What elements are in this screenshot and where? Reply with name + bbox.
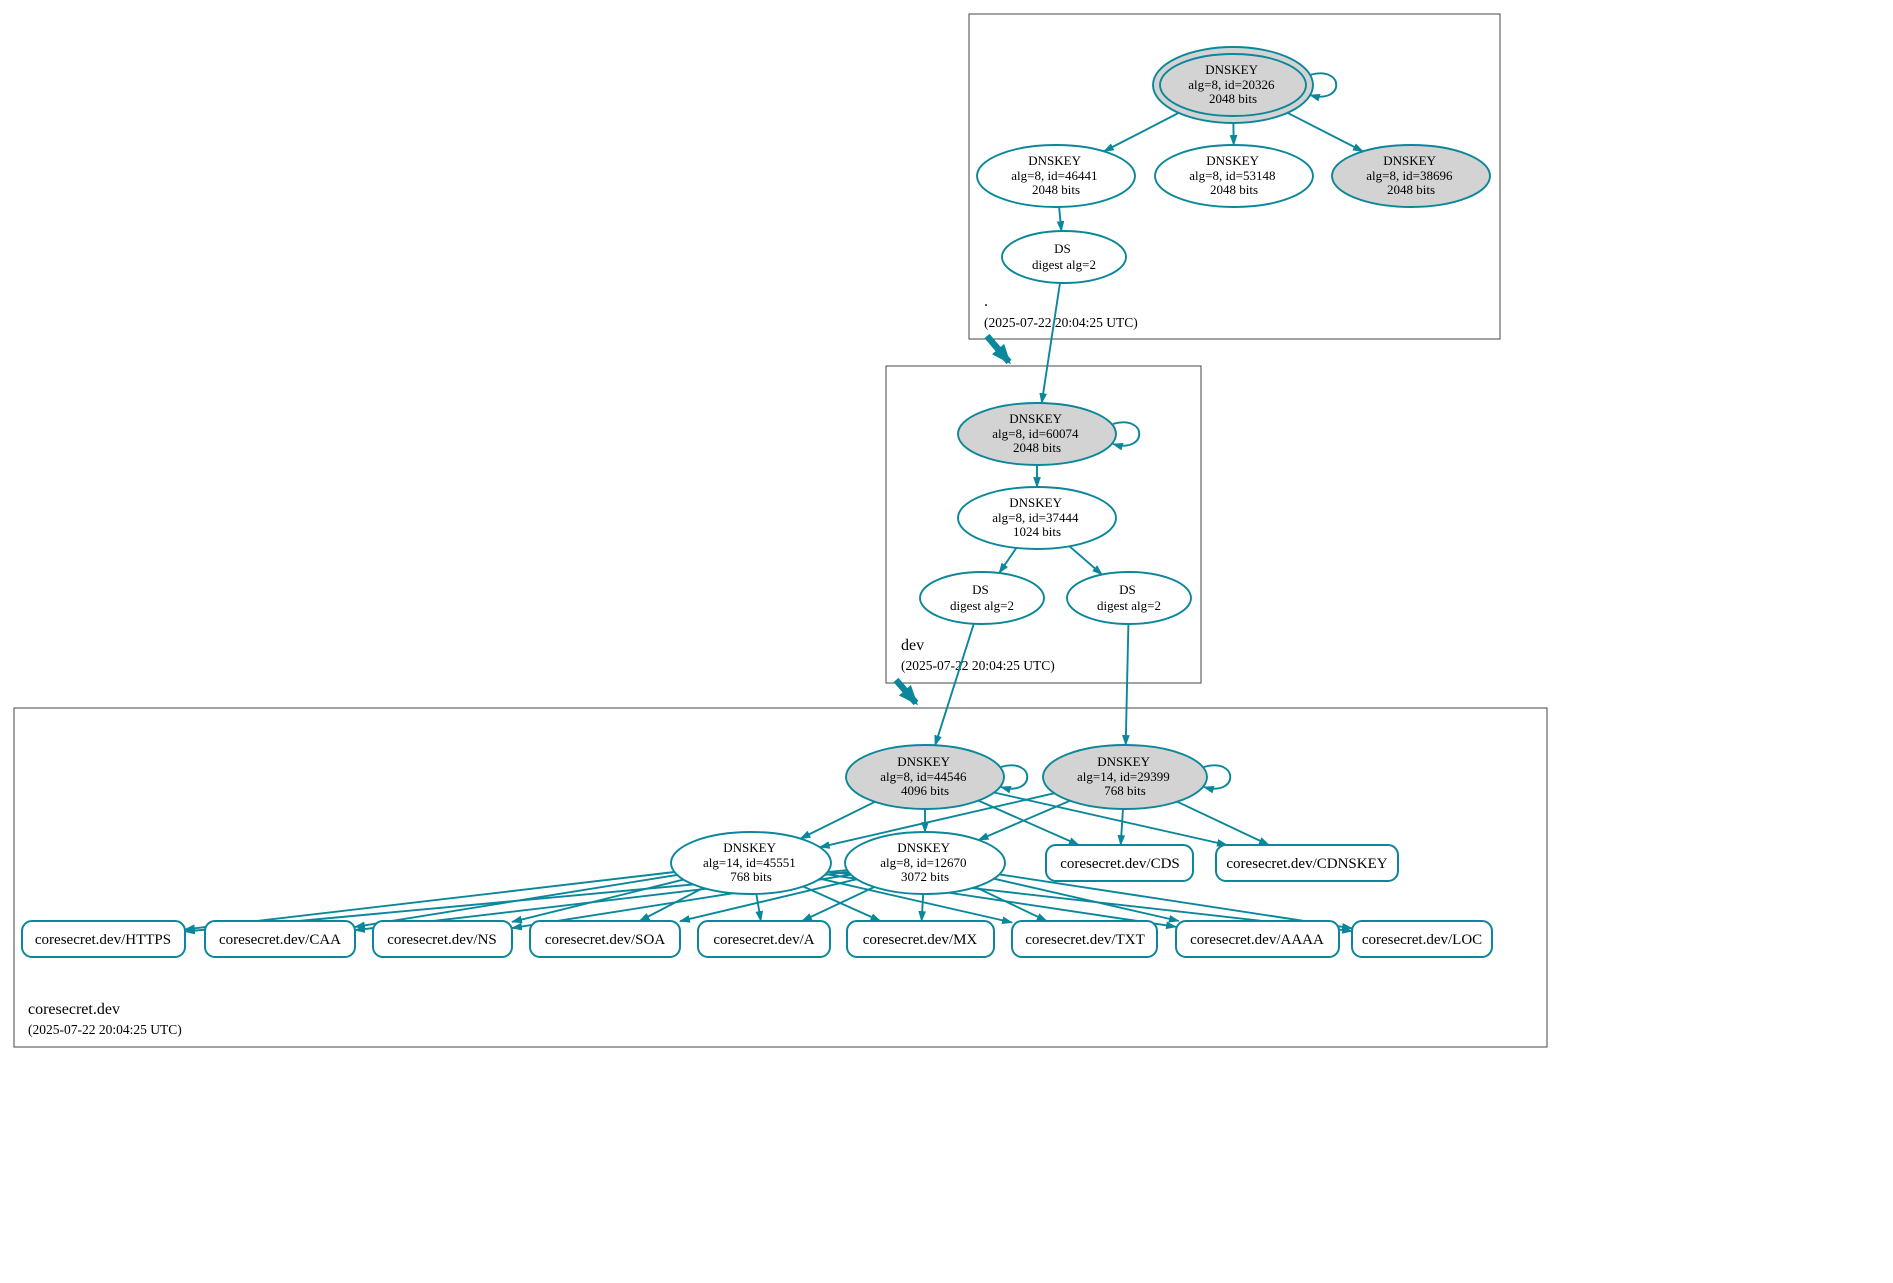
rrset-label: coresecret.dev/AAAA	[1190, 932, 1324, 948]
node-dnskey-12670[interactable]: DNSKEY alg=8, id=12670 3072 bits	[845, 832, 1005, 894]
node-dnskey-45551[interactable]: DNSKEY alg=14, id=45551 768 bits	[671, 832, 831, 894]
rrset-label: coresecret.dev/CAA	[219, 932, 341, 948]
edge-root_ksk-root_zsk1	[1104, 113, 1179, 151]
rrset-label: coresecret.dev/TXT	[1025, 932, 1145, 948]
rrset-coresecret-dev-loc[interactable]: coresecret.dev/LOC	[1352, 921, 1492, 957]
rrset-label: coresecret.dev/MX	[863, 932, 978, 948]
edge-root_ds-dev_ksk	[1042, 283, 1060, 403]
rrset-coresecret-dev-ns[interactable]: coresecret.dev/NS	[373, 921, 512, 957]
edge-root_zsk1-root_ds	[1059, 207, 1061, 231]
rrset-coresecret-dev-mx[interactable]: coresecret.dev/MX	[847, 921, 994, 957]
rrset-label: coresecret.dev/NS	[387, 932, 497, 948]
node-dnskey-60074[interactable]: DNSKEY alg=8, id=60074 2048 bits	[958, 403, 1116, 465]
edge-dev_zsk-dev_ds2	[1070, 546, 1103, 574]
node-dnskey-46441[interactable]: DNSKEY alg=8, id=46441 2048 bits	[977, 145, 1135, 207]
node-dnskey-53148[interactable]: DNSKEY alg=8, id=53148 2048 bits	[1155, 145, 1313, 207]
edge-dev_ds2-cs_ksk2	[1126, 624, 1129, 745]
node-dnskey-37444[interactable]: DNSKEY alg=8, id=37444 1024 bits	[958, 487, 1116, 549]
delegation-arrow-root-dev	[987, 336, 1009, 362]
rrset-label: coresecret.dev/A	[713, 932, 814, 948]
zone-timestamp-root: (2025-07-22 20:04:25 UTC)	[984, 315, 1138, 330]
rrset-coresecret-dev-txt[interactable]: coresecret.dev/TXT	[1012, 921, 1157, 957]
rrset-label: coresecret.dev/CDNSKEY	[1226, 856, 1387, 872]
edge-dev_ds1-cs_ksk1	[935, 624, 974, 746]
edge-cs_ksk1-cs_zsk1	[800, 802, 875, 839]
rrset-coresecret-dev-soa[interactable]: coresecret.dev/SOA	[530, 921, 680, 957]
edge-cs_zsk2-mx	[922, 894, 924, 921]
rrset-label: coresecret.dev/HTTPS	[35, 932, 171, 948]
rrset-label: coresecret.dev/CDS	[1060, 856, 1180, 872]
rrset-label: coresecret.dev/LOC	[1362, 932, 1482, 948]
edge-dev_zsk-dev_ds1	[999, 548, 1016, 573]
node-dnskey-44546[interactable]: DNSKEY alg=8, id=44546 4096 bits	[846, 745, 1004, 809]
rrset-coresecret-dev-cds[interactable]: coresecret.dev/CDS	[1046, 845, 1193, 881]
rrset-coresecret-dev-caa[interactable]: coresecret.dev/CAA	[205, 921, 355, 957]
rrset-label: coresecret.dev/SOA	[545, 932, 666, 948]
node-ds-dev-2[interactable]: DS digest alg=2	[1067, 572, 1191, 624]
edge-cs_ksk2-cdnskey	[1177, 802, 1269, 845]
rrset-coresecret-dev-a[interactable]: coresecret.dev/A	[698, 921, 830, 957]
node-dnskey-29399[interactable]: DNSKEY alg=14, id=29399 768 bits	[1043, 745, 1207, 809]
zone-label-coresecret: coresecret.dev	[28, 1001, 120, 1018]
edge-cs_zsk2-aaaa	[994, 879, 1179, 921]
zone-label-dev: dev	[901, 637, 924, 654]
zone-timestamp-coresecret: (2025-07-22 20:04:25 UTC)	[28, 1022, 182, 1037]
node-ds-root[interactable]: DS digest alg=2	[1002, 231, 1126, 283]
node-dnskey-20326[interactable]: DNSKEY alg=8, id=20326 2048 bits	[1153, 47, 1313, 123]
edge-cs_zsk1-a	[756, 894, 761, 921]
edge-layer	[185, 73, 1363, 931]
edge-cs_zsk2-a	[802, 887, 874, 921]
rrset-coresecret-dev-aaaa[interactable]: coresecret.dev/AAAA	[1176, 921, 1339, 957]
rrset-coresecret-dev-cdnskey[interactable]: coresecret.dev/CDNSKEY	[1216, 845, 1398, 881]
rrset-coresecret-dev-https[interactable]: coresecret.dev/HTTPS	[22, 921, 185, 957]
zone-label-root: .	[984, 293, 988, 310]
edge-cs_ksk2-cds	[1121, 809, 1123, 845]
node-dnskey-38696[interactable]: DNSKEY alg=8, id=38696 2048 bits	[1332, 145, 1490, 207]
zone-timestamp-dev: (2025-07-22 20:04:25 UTC)	[901, 658, 1055, 673]
edge-root_ksk-root_ksk2	[1288, 113, 1363, 152]
node-ds-dev-1[interactable]: DS digest alg=2	[920, 572, 1044, 624]
